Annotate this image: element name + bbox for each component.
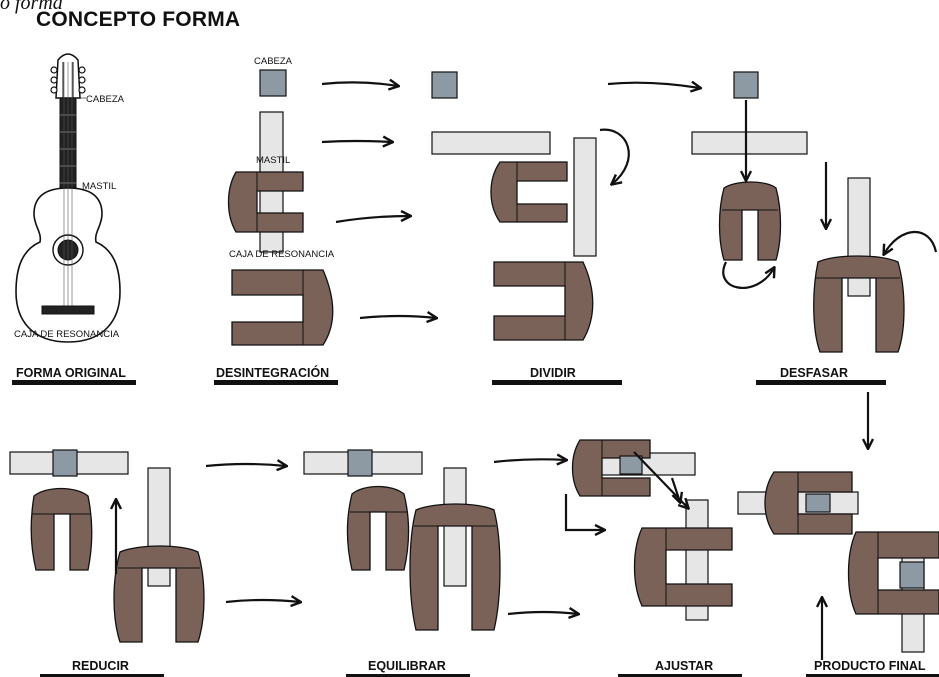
underline-step-3 [492,380,622,385]
arrows-to-adjust [493,459,578,614]
arrow-head-move [321,82,398,86]
underline-step-4 [756,380,886,385]
arrow-neck-move [321,141,392,142]
step-label-4: DESFASAR [780,366,848,380]
offset-parts [691,71,905,353]
breakdown-big-clamp [231,269,334,346]
step-label-8: PRODUCTO FINAL [814,659,926,673]
offset-big-clamp [813,255,905,353]
guitar-bridge [41,305,95,315]
divide-parts [431,71,597,341]
final-product [737,471,939,653]
divide-head-block [431,71,458,99]
balance-big-clamp [409,503,501,631]
arrow-head-to-offset [607,83,700,88]
offset-head-block [733,71,759,99]
offset-small-clamp [718,181,782,261]
arrows-to-offset [607,83,700,88]
arrows-offset-moves [722,100,938,448]
underline-step-2 [214,380,338,385]
breakdown-parts [227,69,334,346]
arrow-to-balance-top [205,464,286,466]
balance-head-block [347,449,373,477]
underline-step-6 [346,674,470,677]
divide-big-clamp [493,261,594,341]
guitar-label-neck: MASTIL [82,181,116,192]
step-label-2: DESINTEGRACIÓN [216,365,329,380]
underline-step-1 [12,380,136,385]
step-label-7: AJUSTAR [655,659,713,673]
arrow-to-adjust-top [493,459,566,462]
underline-step-7 [618,674,742,677]
arrows-adjust-moves [564,451,688,530]
underline-step-5 [40,674,164,677]
balance-small-clamp [346,485,410,571]
page-title: CONCEPTO FORMA [36,8,241,31]
arrow-small-clamp-move [335,216,410,224]
arrow-adjust-corner [564,494,604,530]
divide-neck-vertical [573,137,597,257]
step-label-3: DIVIDIR [530,366,576,380]
breakdown-label-head: CABEZA [254,56,293,67]
reduce-big-clamp [113,545,205,643]
balance-parts [303,449,501,631]
offset-neck-horizontal [691,131,808,155]
breakdown-head-block [259,69,287,97]
adjust-big-clamp [633,527,733,607]
step-label-6: EQUILIBRAR [368,659,446,673]
arrow-big-clamp-move [359,316,436,318]
arrow-adjust-down [670,477,680,502]
underline-step-8 [806,674,939,677]
corner-text: o forma [0,0,63,14]
step-label-5: REDUCIR [72,659,129,673]
arrow-to-adjust-bottom [507,612,578,614]
arrows-to-divide [321,82,436,318]
arrow-rotate-small [722,261,774,289]
balance-neck-vertical [443,467,467,587]
arrow-rotate-neck [599,128,630,184]
adjust-small-clamp [571,439,651,497]
breakdown-label-body: CAJA DE RESONANCIA [229,249,335,260]
guitar-drawing [15,53,121,343]
breakdown-label-neck: MASTIL [256,155,290,166]
final-head-block [805,493,831,513]
arrows-reduce [116,464,300,602]
reduce-small-clamp [30,487,93,571]
reduce-parts [9,449,205,643]
final-center-block [899,561,925,589]
final-big-clamp [847,531,939,615]
arrow-to-balance-bottom [225,600,300,602]
guitar-label-body: CAJA DE RESONANCIA [14,329,120,340]
adjust-parts [571,439,733,621]
arrow-rotate-big [884,230,938,254]
divide-small-clamp [490,161,568,223]
guitar-label-head: CABEZA [86,94,125,105]
adjust-head-block [619,455,643,475]
step-underlines [12,380,939,677]
divide-neck-horizontal [431,131,551,155]
reduce-head-block [52,449,78,477]
step-label-1: FORMA ORIGINAL [16,366,126,380]
